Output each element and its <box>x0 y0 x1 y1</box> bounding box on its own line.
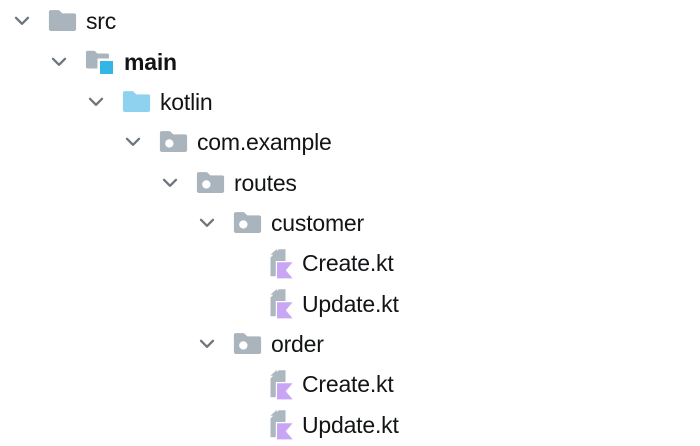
tree-item-label: Create.kt <box>302 371 394 398</box>
package-folder-icon <box>159 130 188 154</box>
tree-item-label: Create.kt <box>302 250 394 277</box>
tree-item-label: kotlin <box>160 88 213 115</box>
tree-item-label: Update.kt <box>302 411 399 438</box>
kotlin-folder-icon <box>122 90 151 114</box>
chevron-down-icon[interactable] <box>162 178 178 188</box>
tree-row-kotlin[interactable]: kotlin <box>0 82 700 122</box>
tree-row-customer[interactable]: customer <box>0 203 700 243</box>
kotlin-file-icon <box>270 369 293 400</box>
twisty-spacer <box>236 420 252 430</box>
chevron-down-icon[interactable] <box>14 16 30 26</box>
twisty-spacer <box>236 258 252 268</box>
tree-row-src[interactable]: src <box>0 1 700 41</box>
package-folder-icon <box>196 171 225 195</box>
tree-item-label: order <box>271 331 324 358</box>
tree-row-com-example[interactable]: com.example <box>0 122 700 162</box>
tree-row-create-kt[interactable]: Create.kt <box>0 364 700 404</box>
tree-row-update-kt[interactable]: Update.kt <box>0 405 700 445</box>
chevron-down-icon[interactable] <box>199 218 215 228</box>
tree-item-label: Update.kt <box>302 290 399 317</box>
chevron-down-icon[interactable] <box>199 339 215 349</box>
package-folder-icon <box>233 211 262 235</box>
source-root-folder-icon <box>85 48 115 76</box>
twisty-spacer <box>236 379 252 389</box>
chevron-down-icon[interactable] <box>51 57 67 67</box>
kotlin-file-icon <box>270 409 293 441</box>
kotlin-file-icon <box>270 248 293 279</box>
tree-row-main[interactable]: main <box>0 41 700 81</box>
tree-item-label: src <box>86 8 117 35</box>
tree-row-create-kt[interactable]: Create.kt <box>0 243 700 283</box>
tree-item-label: customer <box>271 209 364 236</box>
twisty-spacer <box>236 299 252 309</box>
package-folder-icon <box>233 332 262 356</box>
tree-item-label: main <box>124 48 177 75</box>
tree-item-label: routes <box>234 169 297 196</box>
tree-item-label: com.example <box>197 129 332 156</box>
tree-row-update-kt[interactable]: Update.kt <box>0 284 700 324</box>
tree-row-order[interactable]: order <box>0 324 700 364</box>
chevron-down-icon[interactable] <box>125 137 141 147</box>
tree-row-routes[interactable]: routes <box>0 162 700 202</box>
chevron-down-icon[interactable] <box>88 97 104 107</box>
kotlin-file-icon <box>270 288 293 320</box>
folder-icon <box>48 9 77 33</box>
